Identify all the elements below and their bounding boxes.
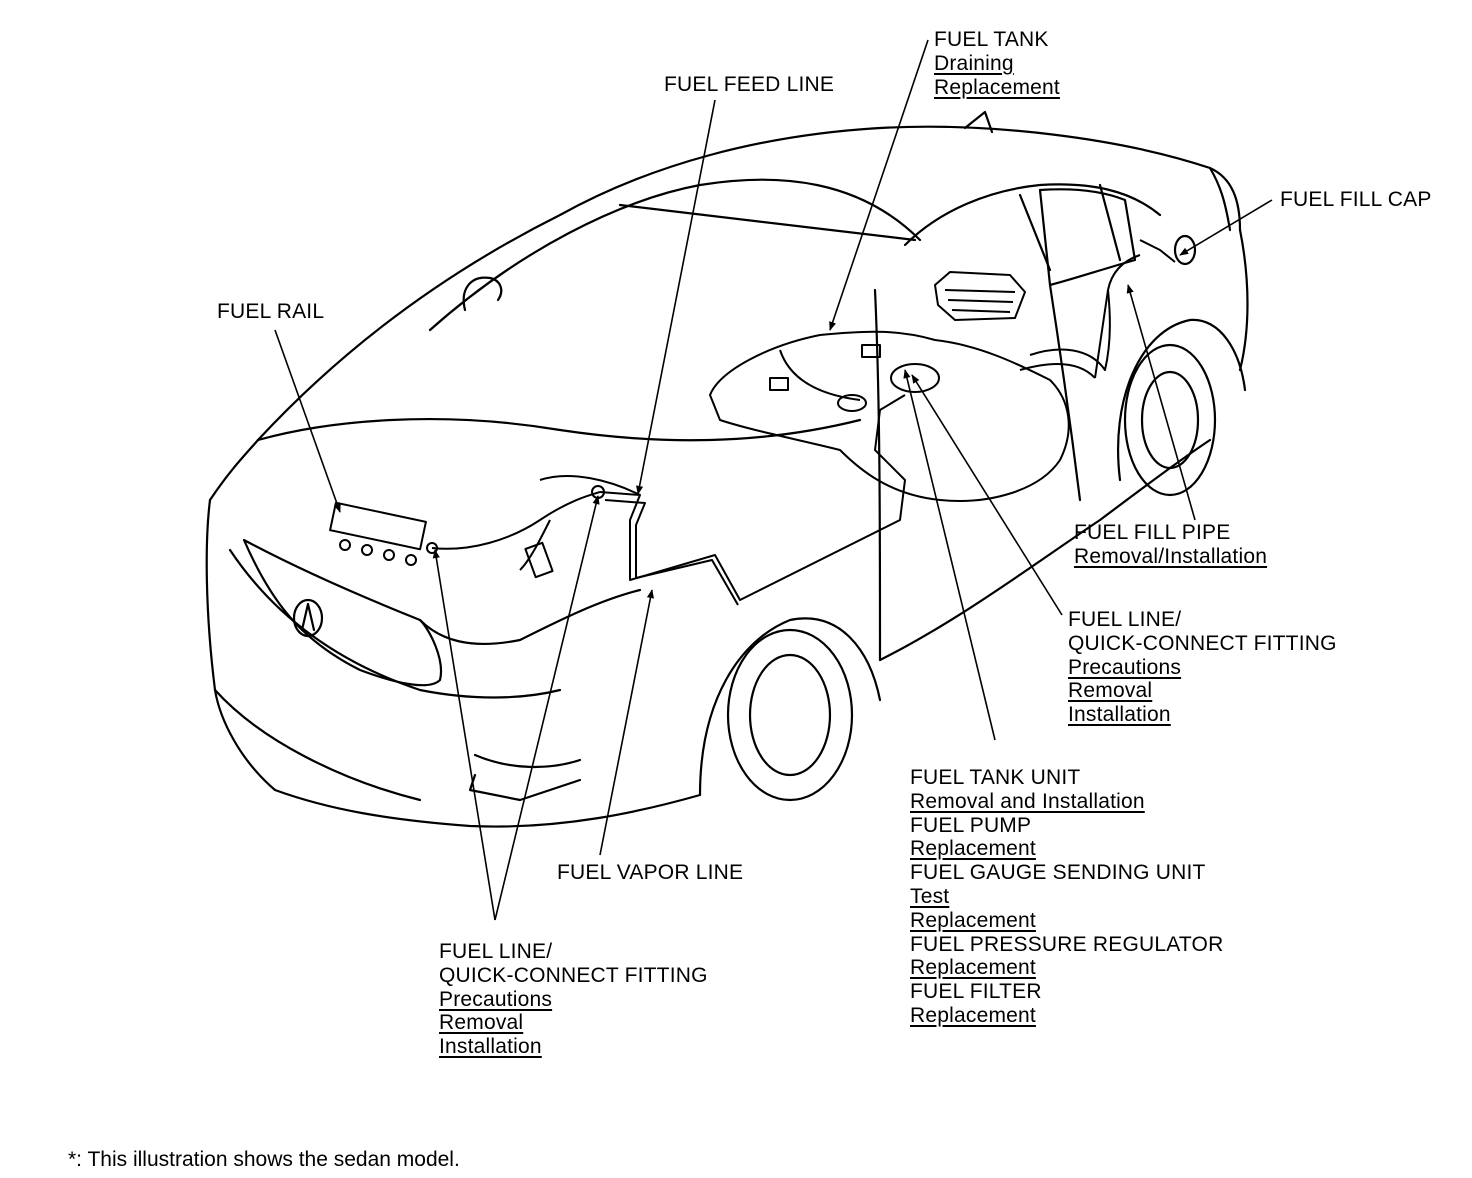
fuel-tank-replacement-link[interactable]: Replacement: [934, 75, 1060, 99]
leader-fuel-line-front-b: [494, 495, 600, 921]
fuel-line-rear-installation-link[interactable]: Installation: [1068, 703, 1171, 727]
fuel-line-front-title-2: QUICK-CONNECT FITTING: [439, 963, 708, 987]
leader-fuel-feed-line: [636, 99, 716, 495]
fuel-gauge-sending-unit-test-link[interactable]: Test: [910, 884, 950, 908]
leader-fuel-vapor-line: [599, 589, 654, 856]
fuel-tank-title: FUEL TANK: [934, 28, 1049, 51]
fuel-fill-cap-label: FUEL FILL CAP: [1280, 188, 1432, 212]
fuel-filter-title: FUEL FILTER: [910, 980, 1042, 1004]
fuel-line-rear-title-2: QUICK-CONNECT FITTING: [1068, 631, 1337, 655]
leader-fuel-rail: [274, 329, 341, 513]
fuel-line-front-removal-link[interactable]: Removal: [439, 1011, 524, 1035]
fuel-pump-replacement-link[interactable]: Replacement: [910, 837, 1036, 861]
fuel-pump-title: FUEL PUMP: [910, 813, 1032, 837]
fuel-tank-draining-link[interactable]: Draining: [934, 51, 1014, 75]
fuel-tank-assembly: [329, 239, 1176, 606]
fuel-vapor-line-title: FUEL VAPOR LINE: [557, 861, 744, 884]
leader-fuel-line-rear: [911, 374, 1063, 616]
fuel-line-rear-title-1: FUEL LINE/: [1068, 608, 1182, 631]
fuel-pressure-regulator-title: FUEL PRESSURE REGULATOR: [910, 932, 1224, 956]
car-body: [205, 110, 1249, 828]
fuel-line-rear-label: FUEL LINE/ QUICK-CONNECT FITTING Precaut…: [1068, 608, 1337, 727]
fuel-rail-title: FUEL RAIL: [217, 300, 325, 323]
fuel-tank-label: FUEL TANK Draining Replacement: [934, 28, 1060, 99]
fuel-feed-line-label: FUEL FEED LINE: [664, 73, 834, 97]
fuel-fill-pipe-removal-installation-link[interactable]: Removal/Installation: [1074, 544, 1268, 568]
fuel-line-rear-removal-link[interactable]: Removal: [1068, 679, 1153, 703]
footnote: *: This illustration shows the sedan mod…: [68, 1148, 460, 1171]
leader-lines: [274, 39, 1273, 921]
fuel-tank-unit-label: FUEL TANK UNIT Removal and Installation …: [910, 766, 1223, 1028]
leader-fuel-line-front-a: [432, 549, 496, 921]
leader-fuel-tank: [829, 39, 929, 331]
fuel-tank-unit-title: FUEL TANK UNIT: [910, 766, 1081, 789]
fuel-fill-pipe-title: FUEL FILL PIPE: [1074, 521, 1231, 544]
fuel-filter-replacement-link[interactable]: Replacement: [910, 1003, 1036, 1027]
leader-fuel-fill-pipe: [1126, 284, 1196, 521]
fuel-fill-cap-title: FUEL FILL CAP: [1280, 188, 1432, 211]
fuel-pressure-regulator-replacement-link[interactable]: Replacement: [910, 956, 1036, 980]
fuel-line-front-precautions-link[interactable]: Precautions: [439, 987, 553, 1011]
fuel-gauge-sending-unit-replacement-link[interactable]: Replacement: [910, 908, 1036, 932]
leader-fuel-fill-cap: [1179, 199, 1273, 256]
fuel-tank-unit-removal-installation-link[interactable]: Removal and Installation: [910, 789, 1145, 813]
fuel-line-front-label: FUEL LINE/ QUICK-CONNECT FITTING Precaut…: [439, 940, 708, 1059]
fuel-gauge-sending-unit-title: FUEL GAUGE SENDING UNIT: [910, 861, 1206, 885]
fuel-vapor-line-label: FUEL VAPOR LINE: [557, 861, 743, 885]
fuel-fill-pipe-label: FUEL FILL PIPE Removal/Installation: [1074, 521, 1267, 569]
fuel-line-front-installation-link[interactable]: Installation: [439, 1035, 542, 1059]
fuel-feed-line-title: FUEL FEED LINE: [664, 73, 835, 96]
fuel-line-front-title-1: FUEL LINE/: [439, 940, 553, 963]
fuel-line-rear-precautions-link[interactable]: Precautions: [1068, 655, 1182, 679]
leader-fuel-tank-unit: [903, 369, 996, 741]
fuel-rail-label: FUEL RAIL: [217, 300, 324, 324]
